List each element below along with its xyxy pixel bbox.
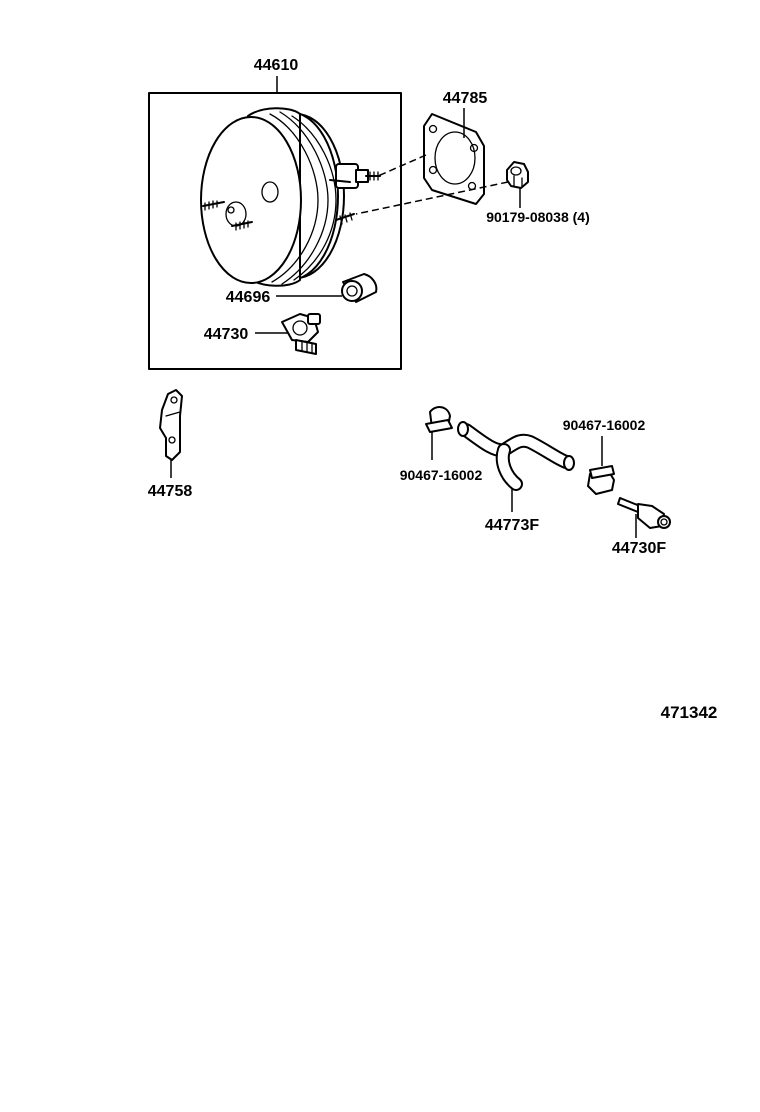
label-part-44610[interactable]: 44610 [254, 57, 299, 74]
label-part-44758[interactable]: 44758 [148, 483, 193, 500]
grommet-44696-drawing[interactable] [341, 273, 378, 303]
label-part-44696[interactable]: 44696 [226, 289, 271, 306]
label-part-44773F[interactable]: 44773F [485, 517, 539, 534]
brake-booster-drawing[interactable] [200, 107, 381, 287]
alignment-line-lower [355, 181, 509, 215]
nut-90179-drawing[interactable] [506, 161, 529, 189]
vacuum-hose-44773F-drawing[interactable] [457, 421, 575, 491]
diagram-reference-number: 471342 [661, 703, 718, 722]
label-part-90467-16002-right[interactable]: 90467-16002 [563, 417, 646, 433]
label-part-44730[interactable]: 44730 [204, 326, 249, 343]
label-part-90179-08038[interactable]: 90179-08038 (4) [486, 209, 590, 225]
bracket-44758-drawing[interactable] [159, 389, 183, 461]
check-valve-44730F-drawing[interactable] [617, 497, 671, 529]
hose-clip-right-drawing[interactable] [587, 465, 615, 495]
check-valve-44730-drawing[interactable] [281, 313, 321, 355]
label-part-44730F[interactable]: 44730F [612, 540, 666, 557]
label-part-44785[interactable]: 44785 [443, 90, 488, 107]
label-part-90467-16002-left[interactable]: 90467-16002 [400, 467, 483, 483]
assembly-frame [148, 92, 402, 370]
alignment-line-upper [377, 154, 427, 177]
hose-clip-left-drawing[interactable] [425, 406, 453, 433]
gasket-plate-44785-drawing[interactable] [423, 113, 485, 205]
